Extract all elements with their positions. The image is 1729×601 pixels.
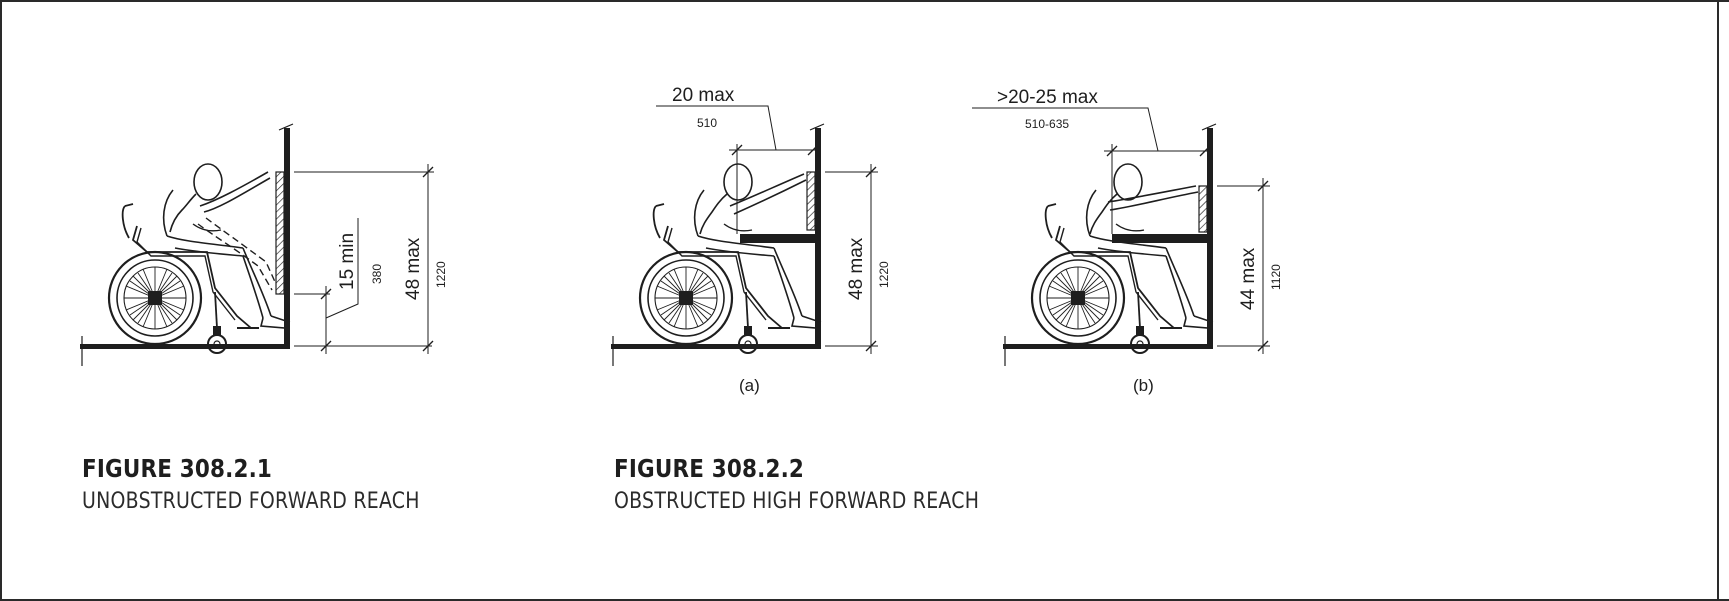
- figure-number: FIGURE 308.2.2: [614, 454, 805, 483]
- counter-obstruction: [1112, 234, 1209, 243]
- floor-line: [611, 344, 821, 349]
- dim-high-mm: 1220: [434, 261, 448, 288]
- dim-low-mm: 380: [370, 264, 384, 284]
- subfigure-a-label: (a): [739, 376, 760, 395]
- figure-title: UNOBSTRUCTED FORWARD REACH: [82, 489, 420, 514]
- dim-height-mm: 1120: [1269, 264, 1283, 290]
- figure-308-2-2b-drawing: >20-25 max 510-635 44 max 1120 (b): [972, 87, 1283, 395]
- dim-low-label: 15 min: [337, 233, 358, 290]
- reach-target: [806, 171, 816, 231]
- dim-depth-mm: 510: [697, 116, 717, 130]
- figure-title: OBSTRUCTED HIGH FORWARD REACH: [614, 489, 980, 514]
- head: [723, 163, 753, 201]
- figure-308-2-1-drawing: 15 min 380 48 max 1220: [80, 123, 448, 366]
- figure-frame-right-edge: [1717, 0, 1719, 601]
- dim-height-mm: 1220: [877, 261, 891, 288]
- dim-height-label: 44 max: [1238, 247, 1259, 310]
- head: [193, 163, 223, 201]
- dim-high-label: 48 max: [403, 237, 424, 300]
- wall: [1207, 128, 1213, 349]
- dim-depth-mm: 510-635: [1025, 117, 1069, 131]
- subfigure-b-label: (b): [1133, 376, 1154, 395]
- dim-height-label: 48 max: [846, 237, 867, 300]
- reach-target: [1198, 185, 1208, 233]
- figure-number: FIGURE 308.2.1: [82, 454, 273, 483]
- figure-308-2-2-caption: FIGURE 308.2.2 OBSTRUCTED HIGH FORWARD R…: [614, 454, 1039, 514]
- wall: [815, 128, 821, 349]
- figure-308-2-1-caption: FIGURE 308.2.1 UNOBSTRUCTED FORWARD REAC…: [82, 454, 475, 514]
- floor-line: [1003, 344, 1213, 349]
- head: [1113, 163, 1143, 201]
- reach-target: [275, 171, 285, 295]
- floor-line: [80, 344, 290, 349]
- counter-obstruction: [740, 234, 817, 243]
- dim-depth-label: 20 max: [672, 85, 735, 106]
- dim-depth-label: >20-25 max: [997, 87, 1098, 108]
- wall: [284, 128, 290, 349]
- figure-308-2-2a-drawing: 20 max 510 48 max 1220 (a): [611, 85, 891, 395]
